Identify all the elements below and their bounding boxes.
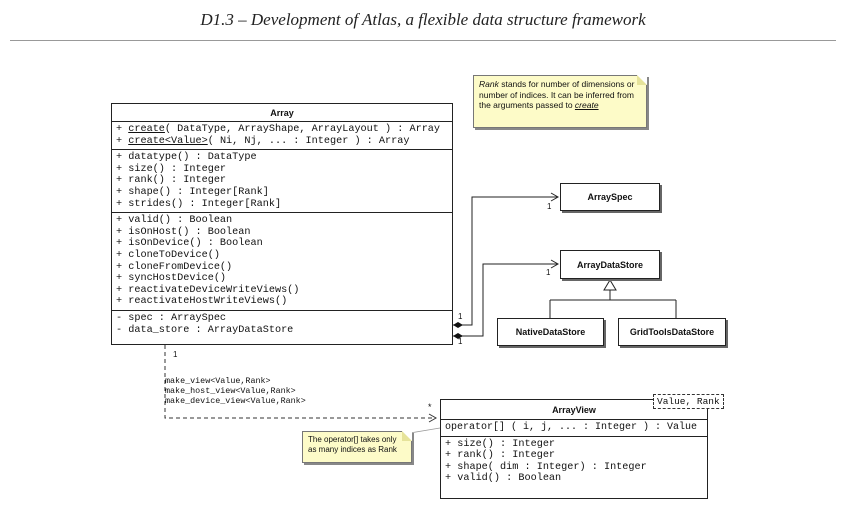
array-constructors: + create( DataType, ArrayShape, ArrayLay… [112, 122, 452, 151]
constructor-create: + create( DataType, ArrayShape, ArrayLay… [116, 124, 448, 136]
view-link-target-multiplicity: * [428, 402, 432, 412]
create-value-link: create<Value> [128, 135, 208, 147]
data-store-diamond [453, 333, 463, 339]
rank-note-text: stands for number of dimensions or numbe… [479, 79, 635, 110]
header-rule [10, 40, 836, 41]
ctor-signature: ( DataType, ArrayShape, ArrayLayout ) : … [164, 124, 441, 135]
method-clone-from-device: + cloneFromDevice() [116, 261, 233, 273]
array-view-template-params: Value, Rank [653, 394, 724, 409]
method-strides: + strides() : Integer[Rank] [116, 198, 282, 210]
array-data-store-class: ArrayDataStore [560, 250, 660, 279]
array-view-class: ArrayView operator[] ( i, j, ... : Integ… [440, 399, 708, 499]
make-device-view-label: make_device_view<Value,Rank> [165, 396, 306, 406]
method-datatype: + datatype() : DataType [116, 152, 257, 164]
view-link-labels: make_view<Value,Rank>make_host_view<Valu… [165, 376, 306, 406]
array-queries: + datatype() : DataType + size() : Integ… [112, 150, 452, 214]
ctor-signature: ( Ni, Nj, ... : Integer ) : Array [207, 135, 410, 147]
attribute-spec: - spec : ArraySpec [116, 312, 227, 324]
array-spec-class: ArraySpec [560, 183, 660, 211]
view-dependency-arrowhead [428, 413, 438, 423]
view-method-valid: + valid() : Boolean [445, 473, 562, 485]
method-size: + size() : Integer [116, 163, 227, 175]
view-dependency-connector [164, 345, 436, 419]
array-view-title: ArrayView [441, 400, 707, 420]
gridtools-data-store-class: GridToolsDataStore [618, 318, 726, 346]
make-host-view-label: make_host_view<Value,Rank> [165, 386, 296, 396]
array-spec-link-multiplicity: 1 [458, 312, 463, 321]
constructor-create-value: + create<Value>( Ni, Nj, ... : Integer )… [116, 136, 448, 148]
method-rank: + rank() : Integer [116, 175, 227, 187]
array-spec-diamond [453, 322, 463, 328]
array-attributes: - spec : ArraySpec - data_store : ArrayD… [112, 311, 452, 338]
ctor-prefix: + [116, 135, 129, 147]
method-is-on-device: + isOnDevice() : Boolean [116, 238, 263, 250]
view-method-size: + size() : Integer [445, 438, 556, 450]
inheritance-triangle [603, 279, 617, 291]
attribute-data-store: - data_store : ArrayDataStore [116, 324, 294, 336]
view-link-source-multiplicity: 1 [173, 350, 178, 359]
operator-note-text: The operator[] takes only as many indice… [308, 435, 397, 454]
array-data-store-multiplicity: 1 [546, 268, 551, 277]
method-reactivate-device-write-views: + reactivateDeviceWriteViews() [116, 284, 300, 296]
rank-note-create: create [574, 100, 599, 110]
array-spec-connector [453, 196, 558, 326]
make-view-label: make_view<Value,Rank> [165, 376, 271, 386]
create-link: create [128, 124, 165, 135]
rank-note: Rank stands for number of dimensions or … [473, 75, 647, 128]
native-data-store-class: NativeDataStore [497, 318, 604, 346]
array-spec-multiplicity: 1 [547, 202, 552, 211]
rank-note-rank: Rank [479, 79, 499, 89]
document-header: D1.3 – Development of Atlas, a flexible … [200, 10, 646, 29]
method-clone-to-device: + cloneToDevice() [116, 249, 220, 261]
array-view-methods: + size() : Integer + rank() : Integer + … [441, 437, 707, 487]
array-class: Array + create( DataType, ArrayShape, Ar… [111, 103, 453, 345]
array-view-operator: operator[] ( i, j, ... : Integer ) : Val… [441, 420, 707, 437]
array-device-ops: + valid() : Boolean + isOnHost() : Boole… [112, 213, 452, 311]
array-class-title: Array [112, 104, 452, 122]
view-method-shape: + shape( dim : Integer) : Integer [445, 461, 647, 473]
data-store-connector [453, 263, 558, 337]
data-store-arrowhead [550, 259, 560, 269]
operator-note: The operator[] takes only as many indice… [302, 431, 412, 463]
view-method-rank: + rank() : Integer [445, 450, 556, 462]
method-sync-host-device: + syncHostDevice() [116, 273, 227, 285]
method-is-on-host: + isOnHost() : Boolean [116, 226, 251, 238]
method-reactivate-host-write-views: + reactivateHostWriteViews() [116, 296, 288, 308]
array-spec-arrowhead [550, 192, 560, 202]
data-store-link-multiplicity: 1 [458, 337, 463, 346]
method-valid: + valid() : Boolean [116, 215, 233, 227]
note-fold [637, 75, 647, 85]
note-fold [402, 431, 412, 441]
method-shape: + shape() : Integer[Rank] [116, 186, 269, 198]
ctor-prefix: + [116, 124, 129, 135]
